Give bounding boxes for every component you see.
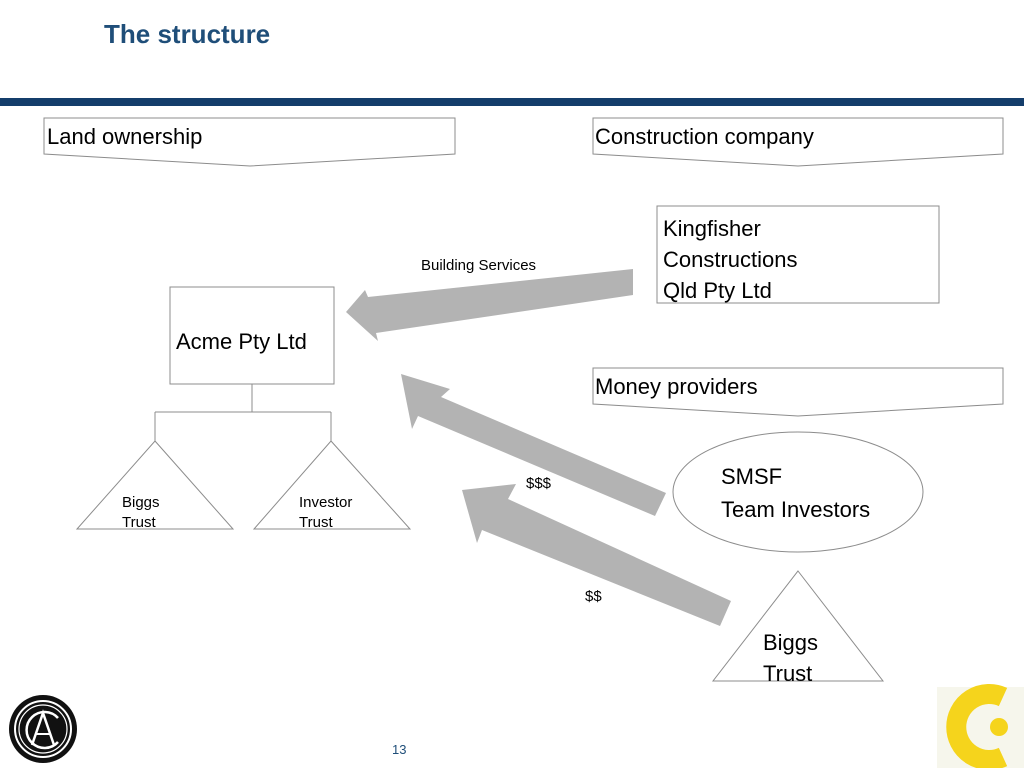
construction-company-label: Construction company [595, 124, 814, 149]
building-services-arrow [346, 269, 633, 341]
acme-box: Acme Pty Ltd [169, 286, 335, 385]
smsf-ellipse: SMSF Team Investors [672, 431, 924, 553]
biggs-money-label: $$ [585, 588, 602, 605]
biggs-trust-small-triangle: Biggs Trust [75, 440, 235, 531]
biggs-money-arrow [462, 484, 731, 626]
money-providers-banner: Money providers [592, 367, 1004, 417]
biggs-trust-large-line2: Trust [763, 661, 812, 686]
smsf-line1: SMSF [721, 464, 782, 489]
kingfisher-box: Kingfisher Constructions Qld Pty Ltd [656, 205, 940, 304]
kingfisher-line2: Constructions [663, 247, 798, 272]
smsf-money-arrow [401, 374, 666, 516]
biggs-trust-large-line1: Biggs [763, 630, 818, 655]
yellow-c-logo-icon [937, 684, 1024, 768]
biggs-trust-large-triangle: Biggs Trust [711, 570, 885, 686]
construction-company-banner: Construction company [592, 117, 1004, 167]
page-number: 13 [392, 742, 407, 757]
land-ownership-banner: Land ownership [43, 117, 456, 167]
smsf-money-label: $$$ [526, 475, 552, 492]
investor-trust-line2: Trust [299, 514, 333, 531]
ac-monogram-logo-icon [9, 695, 77, 763]
money-providers-label: Money providers [595, 374, 758, 399]
header-bar [0, 98, 1024, 106]
land-ownership-label: Land ownership [47, 124, 202, 149]
slide-title: The structure [104, 19, 271, 49]
kingfisher-line3: Qld Pty Ltd [663, 278, 772, 303]
investor-trust-line1: Investor [299, 494, 352, 511]
building-services-label: Building Services [421, 257, 536, 274]
acme-label: Acme Pty Ltd [176, 329, 307, 354]
biggs-trust-small-line2: Trust [122, 514, 156, 531]
smsf-line2: Team Investors [721, 497, 870, 522]
investor-trust-triangle: Investor Trust [252, 440, 412, 531]
kingfisher-line1: Kingfisher [663, 216, 761, 241]
biggs-trust-small-line1: Biggs [122, 494, 160, 511]
org-connector [154, 384, 332, 441]
